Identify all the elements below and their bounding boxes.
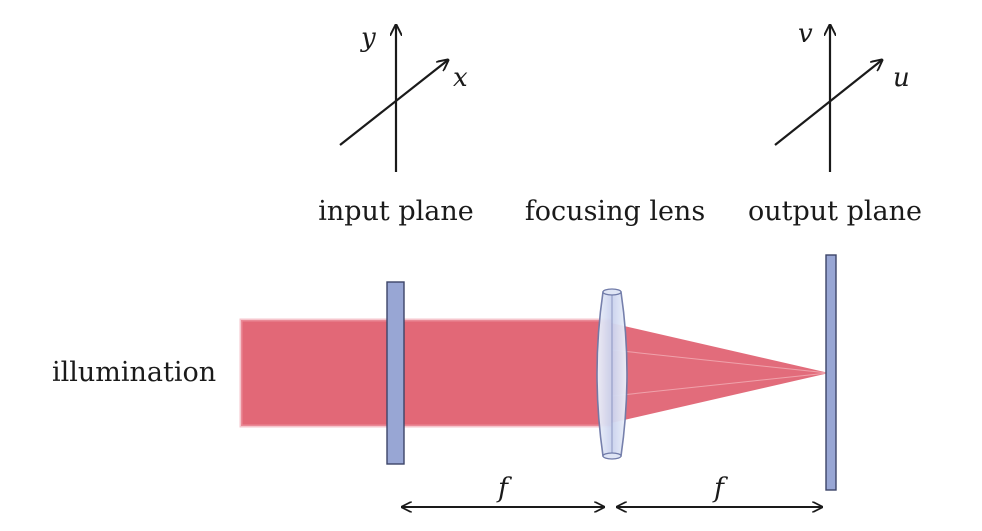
distance-lens-to-output: f: [617, 473, 822, 507]
collimated-beam: [241, 320, 611, 426]
input-x-axis-label: x: [453, 63, 468, 93]
focusing-lens: [596, 288, 628, 460]
illumination-label: illumination: [52, 357, 216, 388]
focusing-lens-label: focusing lens: [525, 196, 705, 227]
input-plane-axes: y x: [339, 23, 468, 172]
converging-ray-top: [611, 349, 829, 374]
distance-label-f-2: f: [712, 473, 728, 504]
converging-ray-bottom: [611, 372, 829, 397]
distance-label-f-1: f: [496, 473, 512, 504]
output-plane-plate: [825, 254, 837, 491]
input-x-axis-line: [339, 60, 448, 146]
distance-input-to-lens: f: [402, 473, 604, 507]
input-plane-plate: [386, 281, 405, 465]
output-plane-axes: v u: [774, 19, 910, 172]
output-u-axis-label: u: [893, 63, 910, 93]
output-plane-label: output plane: [748, 196, 922, 227]
input-y-axis-label: y: [360, 23, 376, 53]
output-u-axis-line: [774, 60, 882, 146]
converging-beam: [611, 323, 829, 423]
output-v-axis-label: v: [798, 19, 813, 49]
input-plane-label: input plane: [318, 196, 474, 227]
